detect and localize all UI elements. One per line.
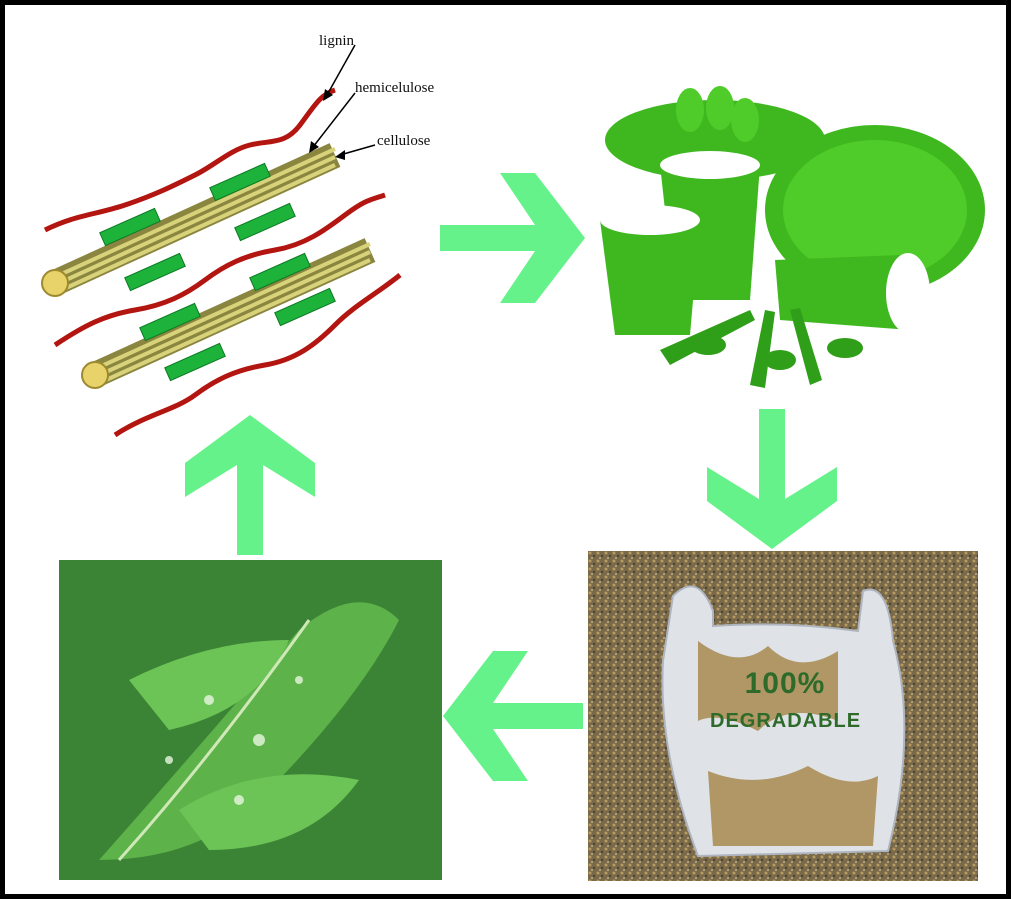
bag-print-percent: 100% <box>725 667 845 701</box>
lignin-label: lignin <box>319 33 354 50</box>
plant-leaf <box>59 560 442 880</box>
cellulose-pointer <box>340 145 375 155</box>
arrow-left <box>443 651 583 781</box>
bioplastic-tableware <box>590 80 995 400</box>
arrow-up <box>185 415 315 555</box>
lignin-pointer <box>327 45 355 95</box>
bag-print-degradable: DEGRADABLE <box>710 710 860 733</box>
arrow-right <box>440 173 590 303</box>
cellulose-label: cellulose <box>377 133 430 150</box>
hemicellulose-label: hemicelulose <box>355 80 434 97</box>
arrow-down <box>707 409 837 549</box>
